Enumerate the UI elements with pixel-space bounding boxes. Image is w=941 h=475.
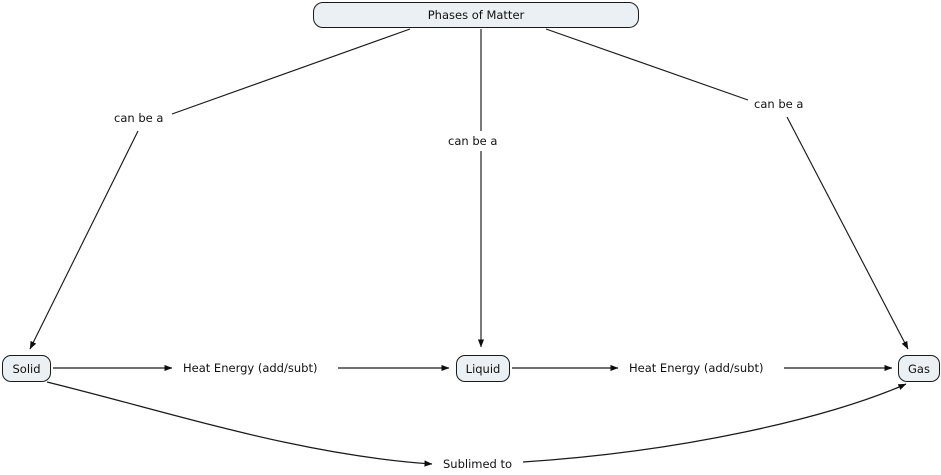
edge-root-to-solid — [29, 28, 411, 350]
node-solid[interactable]: Solid — [2, 355, 51, 382]
edge-label-heat-energy-solid-liquid: Heat Energy (add/subt) — [181, 361, 320, 375]
node-liquid[interactable]: Liquid — [456, 355, 510, 382]
node-label: Liquid — [465, 361, 501, 376]
edge-label-can-be-a-solid: can be a — [112, 111, 166, 125]
edge-label-heat-energy-liquid-gas: Heat Energy (add/subt) — [627, 361, 766, 375]
node-label: Phases of Matter — [427, 8, 525, 22]
node-gas[interactable]: Gas — [898, 355, 940, 382]
edge-solid-to-gas-sublimed — [46, 381, 907, 467]
edge-label-can-be-a-gas: can be a — [752, 97, 806, 111]
node-label: Solid — [12, 361, 41, 376]
node-label: Gas — [908, 361, 930, 376]
node-phases-of-matter[interactable]: Phases of Matter — [313, 2, 639, 28]
edge-label-can-be-a-liquid: can be a — [446, 134, 500, 148]
edge-label-sublimed-to: Sublimed to — [441, 457, 515, 471]
edge-root-to-gas — [545, 28, 909, 350]
